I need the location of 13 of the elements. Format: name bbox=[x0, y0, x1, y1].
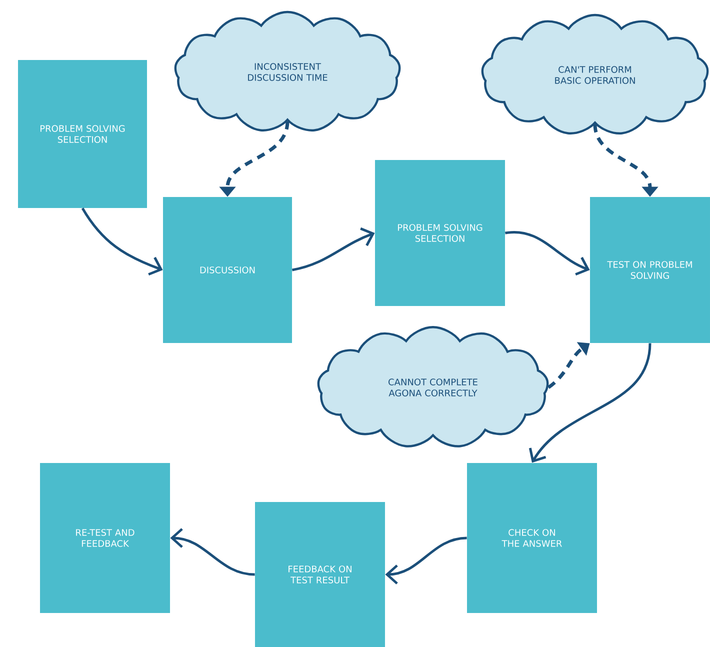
process-box: DISCUSSION bbox=[163, 197, 292, 343]
arrow bbox=[170, 528, 255, 576]
process-box: RE-TEST AND FEEDBACK bbox=[40, 463, 170, 613]
process-box: PROBLEM SOLVING SELECTION bbox=[18, 60, 147, 208]
arrow bbox=[528, 343, 652, 463]
arrow bbox=[505, 230, 590, 276]
arrow bbox=[292, 227, 375, 272]
process-box: TEST ON PROBLEM SOLVING bbox=[590, 197, 710, 343]
process-box: CHECK ON THE ANSWER bbox=[467, 463, 597, 613]
arrow bbox=[81, 208, 163, 276]
process-box: FEEDBACK ON TEST RESULT bbox=[255, 502, 385, 647]
process-box: PROBLEM SOLVING SELECTION bbox=[375, 160, 505, 306]
arrow bbox=[385, 536, 467, 584]
